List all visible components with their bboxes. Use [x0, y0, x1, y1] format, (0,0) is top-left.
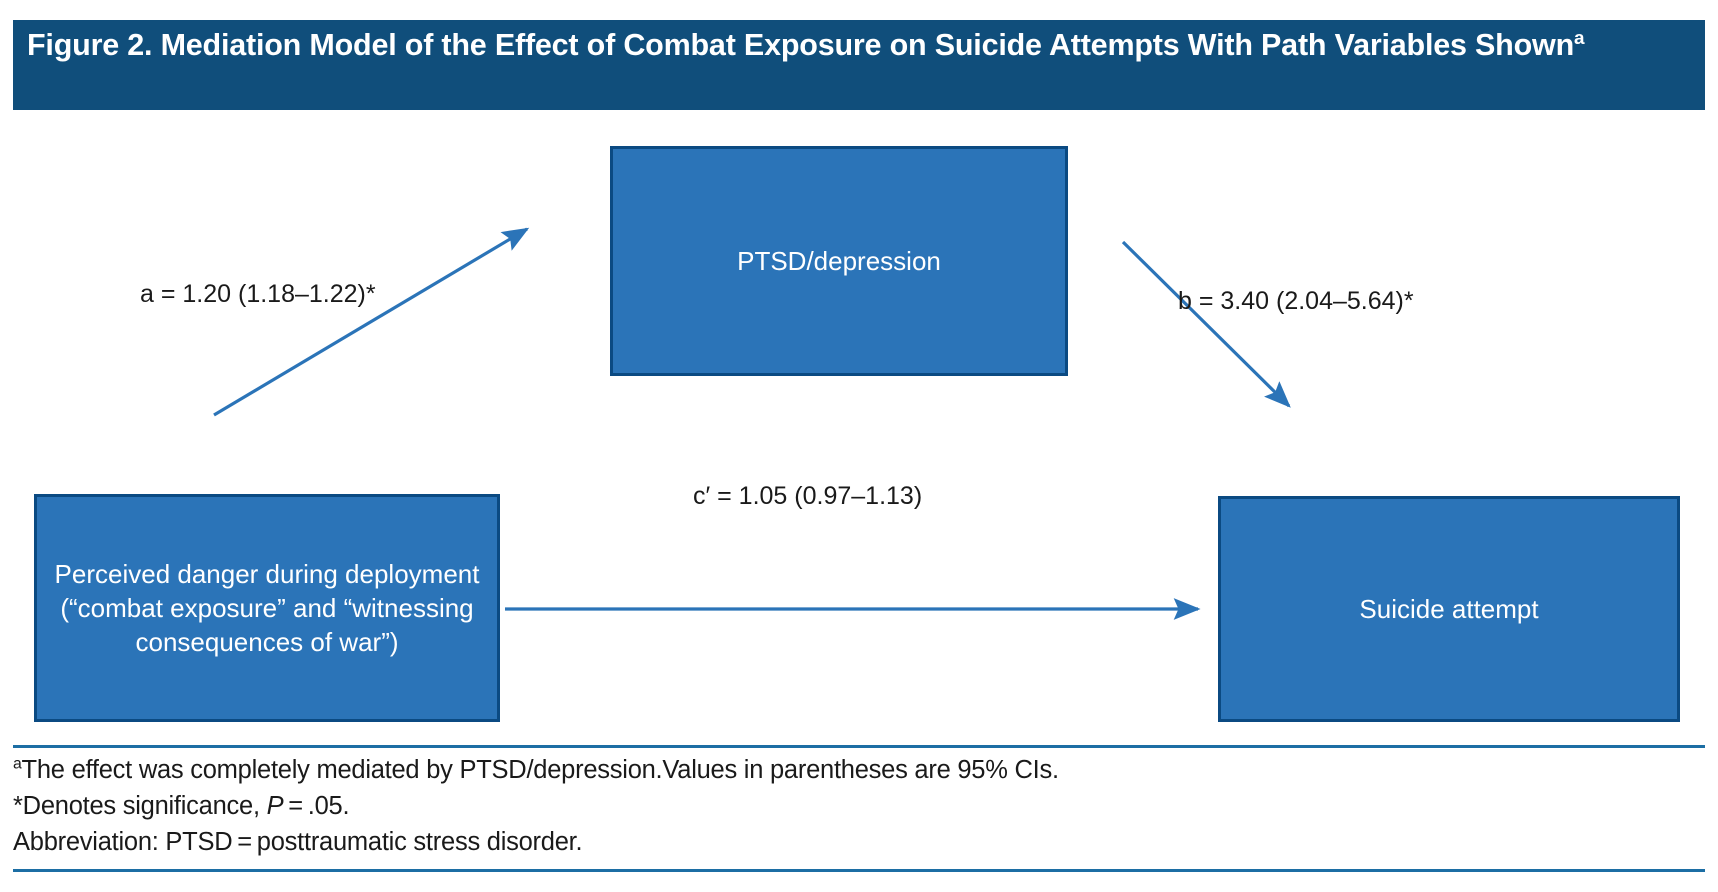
figure-footnotes: aThe effect was completely mediated by P… — [13, 745, 1705, 872]
node-predictor-combat-exposure[interactable]: Perceived danger during deployment (“com… — [34, 494, 500, 722]
diagram-canvas: PTSD/depression Perceived danger during … — [0, 110, 1718, 745]
footnote-significance-suffix: = .05. — [283, 792, 350, 820]
footnote-marker-a: a — [13, 755, 22, 773]
path-arrows-layer — [213, 227, 1291, 620]
figure-title: Figure 2. Mediation Model of the Effect … — [27, 26, 1691, 65]
footnote-text-a: The effect was completely mediated by PT… — [21, 756, 1060, 784]
figure-title-footnote-marker: a — [1574, 27, 1585, 49]
footnote-p-symbol: P — [266, 792, 284, 820]
figure-title-text: Figure 2. Mediation Model of the Effect … — [27, 28, 1575, 62]
path-label-a: a = 1.20 (1.18–1.22)* — [140, 280, 376, 308]
path-label-c-prime: c′ = 1.05 (0.97–1.13) — [693, 482, 923, 510]
node-mediator-ptsd-depression[interactable]: PTSD/depression — [610, 146, 1068, 376]
node-outcome-label: Suicide attempt — [1359, 594, 1539, 624]
figure-title-banner: Figure 2. Mediation Model of the Effect … — [13, 20, 1705, 110]
node-mediator-label: PTSD/depression — [737, 246, 941, 276]
footnote-line-significance: *Denotes significance, P = .05. — [13, 788, 1705, 824]
footnote-line-abbreviation: Abbreviation: PTSD = posttraumatic stres… — [13, 828, 583, 856]
path-arrow-a — [213, 227, 530, 417]
node-predictor-label: Perceived danger during deployment (“com… — [54, 559, 480, 657]
path-label-b: b = 3.40 (2.04–5.64)* — [1178, 287, 1414, 315]
footnote-line-a: aThe effect was completely mediated by P… — [13, 752, 1705, 788]
footnote-significance-prefix: *Denotes significance, — [13, 792, 267, 820]
node-outcome-suicide-attempt[interactable]: Suicide attempt — [1218, 496, 1680, 722]
path-arrow-b — [1121, 240, 1291, 408]
